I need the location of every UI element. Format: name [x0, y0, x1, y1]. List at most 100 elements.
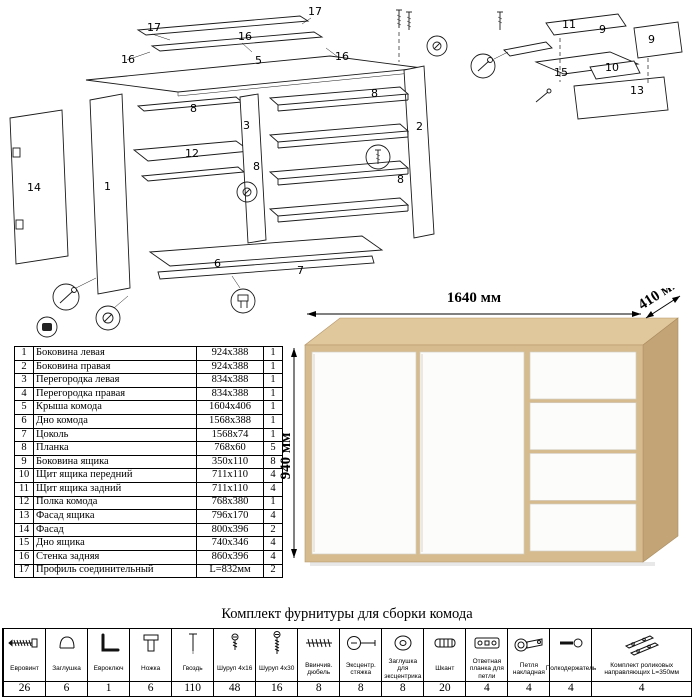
- hardware-item: Евроключ 1: [87, 629, 130, 696]
- parts-table-row: 13 Фасад ящика 796x170 4: [14, 509, 283, 524]
- part-number: 4: [14, 386, 34, 402]
- part-qty: 8: [263, 454, 283, 470]
- part-label: 14: [27, 181, 41, 194]
- hardware-item-qty: 6: [130, 681, 172, 696]
- hardware-item-qty: 6: [46, 681, 88, 696]
- hardware-item: Заглушка для эксцентрика 8: [381, 629, 424, 696]
- part-size: 711x110: [196, 481, 264, 497]
- part-number: 10: [14, 468, 34, 483]
- hardware-item-qty: 26: [4, 681, 46, 696]
- euroscrew-icon: [4, 629, 45, 657]
- hardware-item-qty: 48: [214, 681, 256, 696]
- part-number: 6: [14, 413, 34, 429]
- hardware-item-name: Шуруп 4х30: [259, 665, 295, 673]
- parts-table-row: 11 Щит ящика задний 711x110 4: [14, 481, 283, 497]
- part-size: 768x380: [196, 495, 264, 511]
- part-label: 15: [554, 66, 568, 79]
- dowel-screw-icon: [298, 629, 339, 657]
- parts-table-row: 10 Щит ящика передний 711x110 4: [14, 468, 283, 483]
- part-size: 1568x388: [196, 413, 264, 429]
- part-number: 8: [14, 441, 34, 456]
- part-name: Профиль соединительный: [33, 563, 197, 579]
- part-label: 9: [599, 23, 606, 36]
- part-name: Боковина ящика: [33, 454, 197, 470]
- screw-short-icon: [214, 629, 255, 657]
- part-name: Планка: [33, 441, 197, 456]
- part-name: Перегородка правая: [33, 386, 197, 402]
- parts-table-row: 9 Боковина ящика 350x110 8: [14, 454, 283, 470]
- part-size: 1604x406: [196, 400, 264, 415]
- part-label: 2: [416, 120, 423, 133]
- cap-icon: [46, 629, 87, 657]
- exploded-assembly-diagram: 17 16 16 17 16 5 8 3 12 8 1 14 2 8 8 6 7…: [9, 5, 683, 338]
- part-name: Боковина правая: [33, 359, 197, 375]
- part-labels: 17 16 16 17 16 5 8 3 12 8 1 14 2 8 8 6 7…: [27, 5, 655, 277]
- hardware-item-name: Гвоздь: [182, 665, 203, 673]
- hex-key-icon: [88, 629, 129, 657]
- hardware-item: Шуруп 4х16 48: [213, 629, 256, 696]
- cam-cap-icon: [382, 629, 423, 657]
- part-label: 5: [255, 54, 262, 67]
- detail-callouts: [36, 35, 448, 338]
- drawer-detail-diagram: [470, 11, 683, 120]
- hardware-item-name: Ответная планка для петли: [469, 658, 504, 680]
- part-label: 16: [335, 50, 349, 63]
- part-name: Щит ящика передний: [33, 468, 197, 483]
- parts-table-row: 12 Полка комода 768x380 1: [14, 495, 283, 511]
- part-label: 6: [214, 257, 221, 270]
- shelf-support-icon: [550, 629, 591, 657]
- part-label: 8: [190, 102, 197, 115]
- part-label: 11: [562, 18, 576, 31]
- part-size: 924x388: [196, 359, 264, 375]
- part-name: Полка комода: [33, 495, 197, 511]
- part-label: 7: [297, 264, 304, 277]
- hardware-item-qty: 4: [508, 681, 550, 696]
- part-label: 17: [308, 5, 322, 18]
- part-label: 1: [104, 180, 111, 193]
- dresser-render: 1640 мм 410 мм 940 мм: [280, 288, 683, 566]
- hardware-item: Заглушка 6: [45, 629, 88, 696]
- part-qty: 2: [263, 563, 283, 579]
- part-size: 924x388: [196, 346, 264, 361]
- part-size: 834x388: [196, 373, 264, 388]
- part-size: 740x346: [196, 536, 264, 551]
- part-number: 16: [14, 549, 34, 565]
- part-label: 10: [605, 61, 619, 74]
- hardware-item-name: Комплект роликовых направляющих L=350мм: [604, 661, 680, 676]
- part-name: Цоколь: [33, 427, 197, 443]
- part-name: Перегородка левая: [33, 373, 197, 388]
- dresser-body: [304, 317, 679, 566]
- hardware-item: Ножка 6: [129, 629, 172, 696]
- part-label: 13: [630, 84, 644, 97]
- part-label: 8: [397, 173, 404, 186]
- part-number: 14: [14, 522, 34, 538]
- hardware-item-qty: 8: [340, 681, 382, 696]
- parts-table-row: 16 Стенка задняя 860x396 4: [14, 549, 283, 565]
- part-size: 350x110: [196, 454, 264, 470]
- hardware-item: Комплект роликовых направляющих L=350мм …: [591, 629, 691, 696]
- part-name: Крыша комода: [33, 400, 197, 415]
- nail-icon: [172, 629, 213, 657]
- parts-table-row: 7 Цоколь 1568x74 1: [14, 427, 283, 443]
- part-label: 12: [185, 147, 199, 160]
- part-name: Стенка задняя: [33, 549, 197, 565]
- leg-icon: [130, 629, 171, 657]
- part-label: 8: [371, 87, 378, 100]
- hardware-item-qty: 4: [550, 681, 592, 696]
- part-name: Дно комода: [33, 413, 197, 429]
- part-size: 1568x74: [196, 427, 264, 443]
- part-number: 3: [14, 373, 34, 388]
- part-name: Дно ящика: [33, 536, 197, 551]
- hardware-item-qty: 20: [424, 681, 466, 696]
- part-label: 17: [147, 21, 161, 34]
- hardware-item-qty: 1: [88, 681, 130, 696]
- part-number: 17: [14, 563, 34, 579]
- hardware-item-qty: 4: [592, 681, 691, 696]
- parts-table-row: 6 Дно комода 1568x388 1: [14, 413, 283, 429]
- part-name: Щит ящика задний: [33, 481, 197, 497]
- hardware-item-name: Шуруп 4х16: [216, 665, 253, 673]
- parts-table: 1 Боковина левая 924x388 1 2 Боковина пр…: [14, 346, 283, 579]
- part-number: 2: [14, 359, 34, 375]
- part-number: 12: [14, 495, 34, 511]
- parts-table-row: 1 Боковина левая 924x388 1: [14, 346, 283, 361]
